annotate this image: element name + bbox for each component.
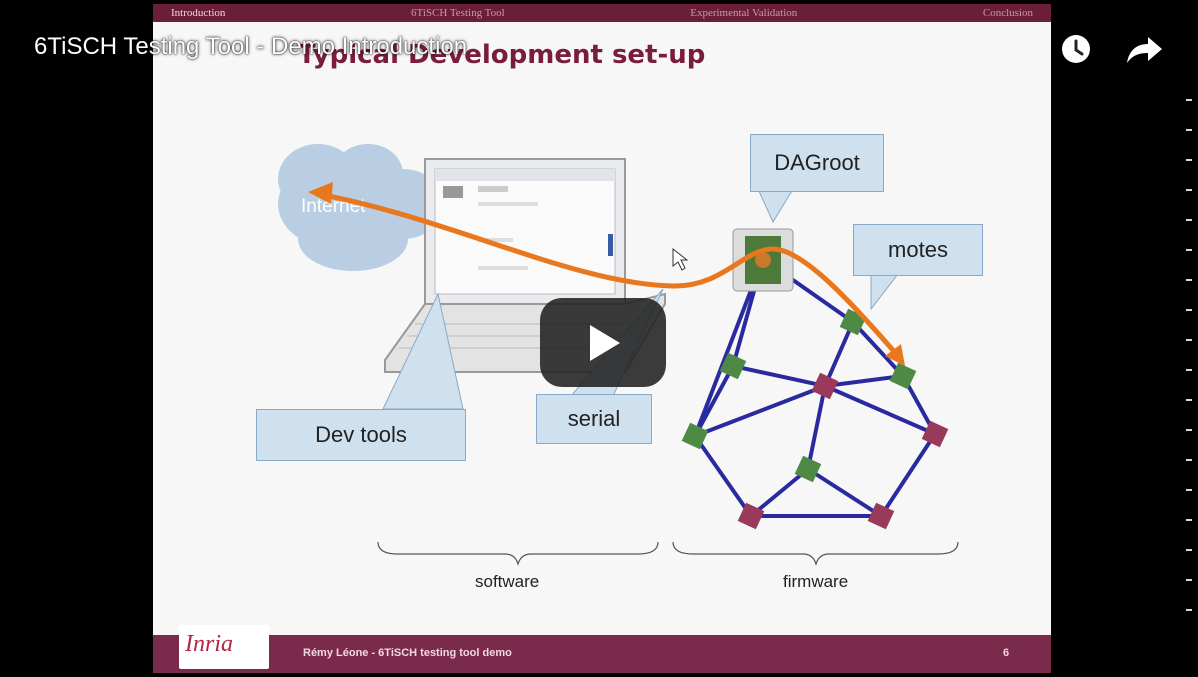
right-edge-marks bbox=[1186, 99, 1192, 611]
slide-nav-bar: Introduction 6TiSCH Testing Tool Experim… bbox=[153, 4, 1051, 22]
dagroot-pointer bbox=[757, 188, 794, 224]
share-arrow-icon[interactable] bbox=[1124, 33, 1164, 65]
inria-logo-text: Inria bbox=[185, 631, 233, 657]
data-path-arrow bbox=[317, 191, 900, 358]
nav-item-introduction: Introduction bbox=[171, 7, 226, 19]
software-label: software bbox=[475, 572, 540, 591]
mouse-cursor-icon bbox=[672, 247, 689, 271]
motes-pointer bbox=[870, 273, 900, 311]
firmware-label: firmware bbox=[783, 572, 849, 591]
arrowhead-internet bbox=[308, 182, 333, 204]
slide-title: Typical Development set-up bbox=[298, 40, 706, 70]
dagroot-callout: DAGroot bbox=[750, 134, 884, 192]
play-icon bbox=[590, 325, 620, 361]
arrowhead-motes bbox=[885, 344, 905, 366]
slide-page-number: 6 bbox=[1003, 647, 1010, 659]
nav-item-testing-tool: 6TiSCH Testing Tool bbox=[411, 7, 505, 19]
software-brace bbox=[377, 541, 659, 567]
play-button[interactable] bbox=[540, 298, 666, 387]
nav-item-validation: Experimental Validation bbox=[690, 7, 798, 19]
mesh-links bbox=[693, 257, 937, 518]
dagroot-device bbox=[732, 228, 794, 292]
inria-logo: Inria bbox=[179, 625, 269, 669]
motes-callout: motes bbox=[853, 224, 983, 276]
firmware-brace bbox=[672, 541, 959, 567]
mote-nodes bbox=[681, 308, 949, 530]
video-title-link[interactable]: 6TiSCH Testing Tool - Demo Introduction bbox=[34, 33, 468, 60]
serial-callout: serial bbox=[536, 394, 652, 444]
clock-icon[interactable] bbox=[1060, 33, 1092, 65]
footer-author: Rémy Léone - 6TiSCH testing tool demo bbox=[303, 647, 512, 659]
slide-footer: Inria Rémy Léone - 6TiSCH testing tool d… bbox=[153, 625, 1051, 673]
nav-item-conclusion: Conclusion bbox=[982, 7, 1033, 19]
dev-tools-callout: Dev tools bbox=[256, 409, 466, 461]
